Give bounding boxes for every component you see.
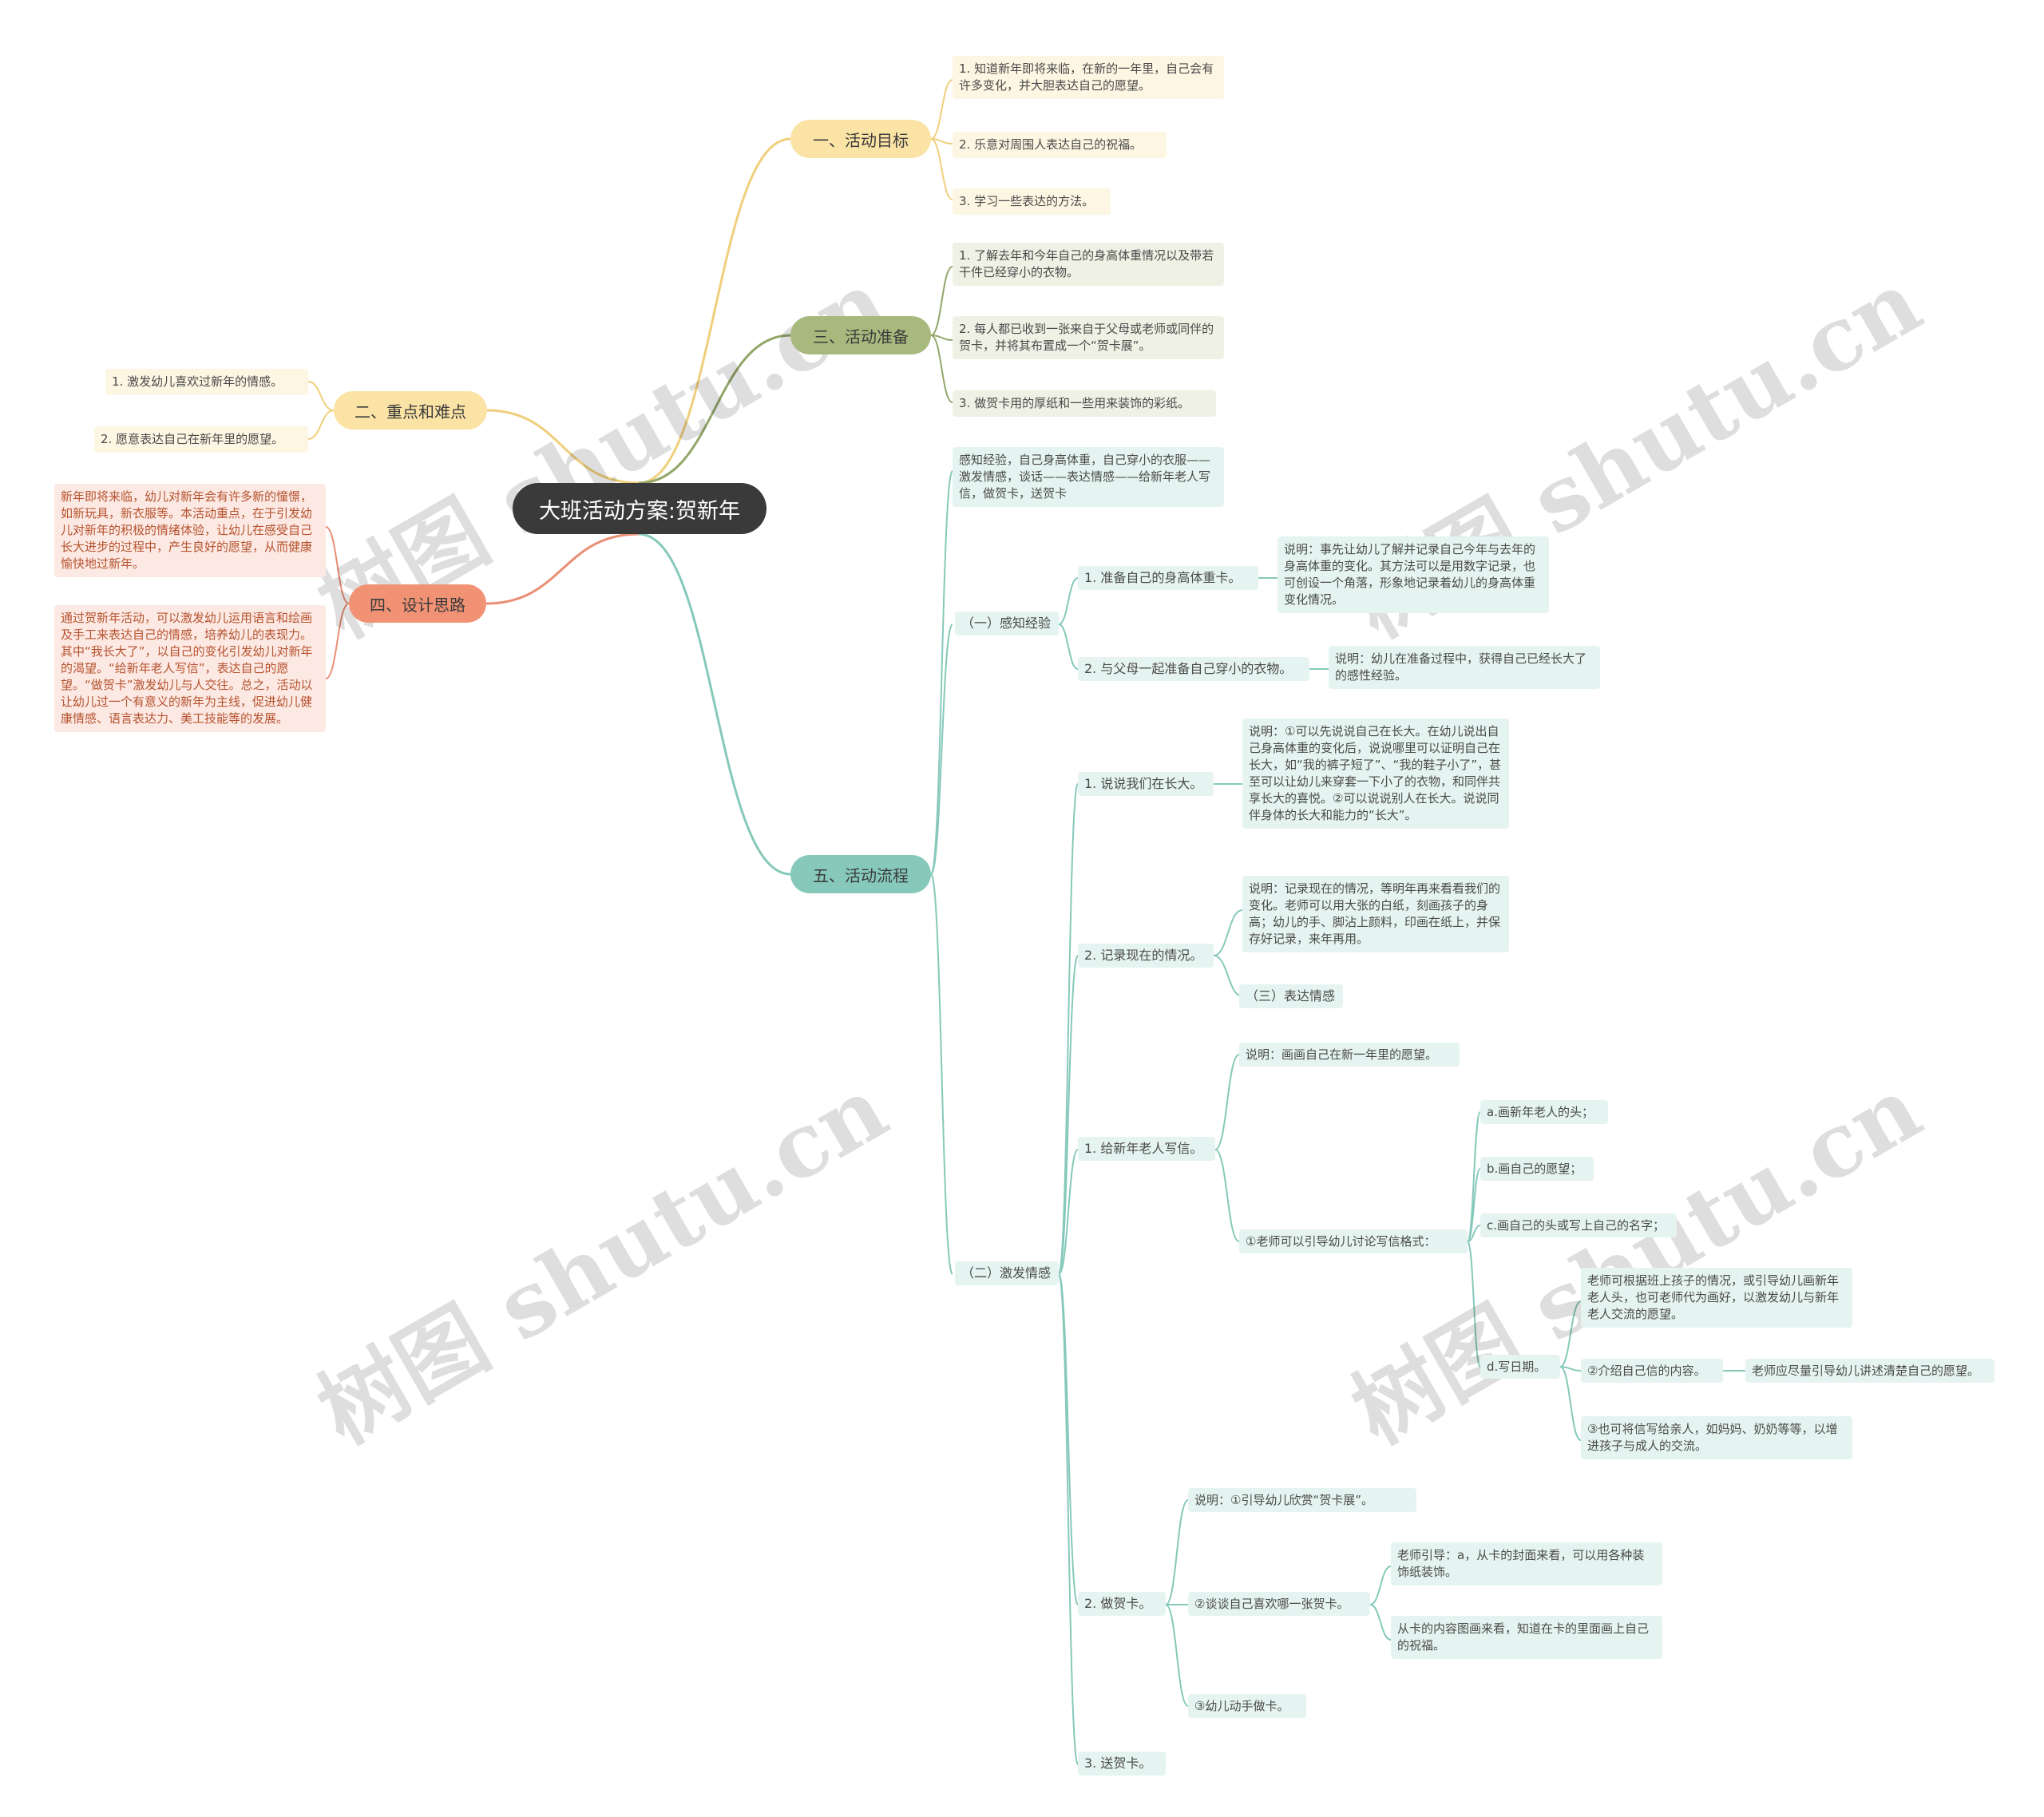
- step-record-now[interactable]: 2. 记录现在的情况。: [1078, 944, 1214, 968]
- connector: [485, 532, 640, 605]
- connector: [486, 409, 640, 485]
- connector: [1467, 1225, 1481, 1242]
- note-record-now[interactable]: 说明：记录现在的情况，等明年再来看看我们的变化。老师可以用大张的白纸，刻画孩子的…: [1242, 876, 1509, 952]
- note-draw-wish[interactable]: 说明：画画自己在新一年里的愿望。: [1239, 1043, 1460, 1067]
- connector: [1058, 1273, 1079, 1765]
- connector: [638, 334, 791, 485]
- step-make-card[interactable]: 2. 做贺卡。: [1078, 1592, 1166, 1616]
- connector: [1058, 783, 1079, 1275]
- preparation-item[interactable]: 3. 做贺卡用的厚纸和一些用来装饰的彩纸。: [953, 390, 1216, 417]
- connector: [1058, 623, 1079, 670]
- goal-item[interactable]: 3. 学习一些表达的方法。: [953, 188, 1111, 215]
- part-perceive-experience[interactable]: （一）感知经验: [955, 612, 1059, 635]
- connector: [1467, 1241, 1481, 1368]
- format-item[interactable]: a.画新年老人的头；: [1480, 1100, 1608, 1124]
- design-idea-item[interactable]: 新年即将来临，幼儿对新年会有许多新的憧憬，如新玩具，新衣服等。本活动重点，在于引…: [54, 484, 326, 577]
- goal-item[interactable]: 1. 知道新年即将来临，在新的一年里，自己会有许多变化，并大胆表达自己的愿望。: [953, 56, 1224, 99]
- connector: [930, 335, 953, 341]
- introduce-letter[interactable]: ②介绍自己信的内容。: [1581, 1359, 1723, 1383]
- connector: [1213, 909, 1243, 956]
- branch-activity-flow[interactable]: 五、活动流程: [790, 855, 931, 893]
- branch-key-points[interactable]: 二、重点和难点: [334, 391, 487, 430]
- design-idea-item[interactable]: 通过贺新年活动，可以激发幼儿运用语言和绘画及手工来表达自己的情感，培养幼儿的表现…: [54, 605, 326, 732]
- connector: [1559, 1366, 1582, 1441]
- key-point-item[interactable]: 1. 激发幼儿喜欢过新年的情感。: [105, 369, 308, 395]
- part-express-emotion[interactable]: （三）表达情感: [1239, 984, 1343, 1008]
- connector: [1467, 1168, 1481, 1242]
- connector: [1214, 1054, 1240, 1150]
- connector: [1058, 955, 1079, 1275]
- connector: [1165, 1499, 1189, 1605]
- key-point-item[interactable]: 2. 愿意表达自己在新年里的愿望。: [94, 426, 308, 453]
- date-note[interactable]: 老师可根据班上孩子的情况，或引导幼儿画新年老人头，也可老师代为画好，以激发幼儿与…: [1581, 1268, 1852, 1328]
- step-send-card[interactable]: 3. 送贺卡。: [1078, 1752, 1166, 1775]
- connector: [1213, 955, 1243, 997]
- preparation-item[interactable]: 1. 了解去年和今年自己的身高体重情况以及带若干件已经穿小的衣物。: [953, 243, 1224, 286]
- format-item[interactable]: d.写日期。: [1480, 1355, 1560, 1379]
- format-item[interactable]: b.画自己的愿望；: [1480, 1157, 1594, 1181]
- step-height-weight-card[interactable]: 1. 准备自己的身高体重卡。: [1078, 566, 1258, 590]
- flow-intro[interactable]: 感知经验，自己身高体重，自己穿小的衣服——激发情感，谈话——表达情感——给新年老…: [953, 447, 1224, 507]
- connector: [325, 603, 350, 679]
- connector: [1058, 1149, 1079, 1275]
- note-height-weight[interactable]: 说明：事先让幼儿了解并记录自己今年与去年的身高体重的变化。其方法可以是用数字记录…: [1278, 536, 1549, 613]
- note-prepare-clothes[interactable]: 说明：幼儿在准备过程中，获得自己已经长大了的感性经验。: [1329, 646, 1600, 689]
- teacher-guide-content[interactable]: 从卡的内容图画来看，知道在卡的里面画上自己的祝福。: [1391, 1616, 1662, 1659]
- connector: [1165, 1604, 1189, 1707]
- introduce-letter-note[interactable]: 老师应尽量引导幼儿讲述清楚自己的愿望。: [1745, 1359, 1994, 1383]
- connector: [1058, 577, 1079, 625]
- note-letter-format[interactable]: ①老师可以引导幼儿讨论写信格式：: [1239, 1229, 1468, 1253]
- connector: [1559, 1366, 1582, 1372]
- format-item[interactable]: c.画自己的头或写上自己的名字；: [1480, 1213, 1677, 1237]
- branch-activity-preparation[interactable]: 三、活动准备: [790, 316, 931, 354]
- connector: [930, 470, 953, 875]
- connector: [930, 79, 953, 140]
- step-growing-up[interactable]: 1. 说说我们在长大。: [1078, 772, 1214, 796]
- connector: [930, 138, 953, 200]
- connector: [638, 532, 791, 876]
- children-make-card[interactable]: ③幼儿动手做卡。: [1188, 1694, 1306, 1718]
- connector: [1467, 1111, 1481, 1242]
- note-card-exhibition[interactable]: 说明：①引导幼儿欣赏“贺卡展”。: [1188, 1488, 1416, 1512]
- connector: [307, 381, 335, 411]
- goal-item[interactable]: 2. 乐意对周围人表达自己的祝福。: [953, 132, 1167, 158]
- note-growing-up[interactable]: 说明：①可以先说说自己在长大。在幼儿说出自己身高体重的变化后，说说哪里可以证明自…: [1242, 718, 1509, 829]
- step-letter-to-santa[interactable]: 1. 给新年老人写信。: [1078, 1137, 1215, 1161]
- connector: [307, 410, 335, 440]
- connector: [930, 623, 953, 875]
- letter-to-family[interactable]: ③也可将信写给亲人，如妈妈、奶奶等等，以增进孩子与成人的交流。: [1581, 1416, 1852, 1459]
- connector: [638, 137, 791, 485]
- teacher-guide-cover[interactable]: 老师引导：a，从卡的封面来看，可以用各种装饰纸装饰。: [1391, 1542, 1662, 1585]
- connector: [930, 873, 953, 1275]
- step-prepare-clothes[interactable]: 2. 与父母一起准备自己穿小的衣物。: [1078, 657, 1309, 681]
- connector: [1369, 1566, 1392, 1605]
- connector: [1559, 1300, 1582, 1368]
- preparation-item[interactable]: 2. 每人都已收到一张来自于父母或老师或同伴的贺卡，并将其布置成一个“贺卡展”。: [953, 316, 1224, 359]
- root-topic[interactable]: 大班活动方案:贺新年: [513, 483, 766, 534]
- connector: [325, 526, 350, 604]
- connector: [1214, 1149, 1240, 1242]
- part-stimulate-emotion[interactable]: （二）激发情感: [955, 1261, 1059, 1285]
- connector: [930, 335, 953, 403]
- branch-activity-goals[interactable]: 一、活动目标: [790, 120, 931, 158]
- talk-favorite-card[interactable]: ②谈谈自己喜欢哪一张贺卡。: [1188, 1592, 1370, 1616]
- connector: [1369, 1604, 1392, 1641]
- connector: [930, 266, 953, 336]
- branch-design-idea[interactable]: 四、设计思路: [349, 584, 486, 623]
